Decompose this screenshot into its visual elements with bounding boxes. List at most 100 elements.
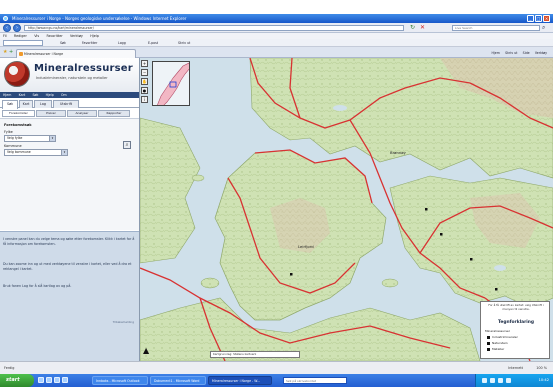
road — [140, 267, 451, 349]
map-legend: For å få utskrift av kartet: velg Utskri… — [480, 301, 550, 359]
subtab-deposits[interactable]: Forekomster — [2, 110, 35, 117]
forward-button[interactable]: › — [13, 24, 21, 32]
deposit-marker[interactable] — [470, 258, 473, 261]
toolbar-print[interactable]: Skriv ut — [178, 41, 191, 45]
close-button[interactable]: × — [543, 15, 550, 22]
volume-icon[interactable] — [490, 378, 495, 383]
subtab-reports[interactable]: Rapporter — [98, 110, 130, 117]
legend-title: Tegnforklaring — [497, 320, 535, 325]
quick-launch-ie-icon[interactable] — [38, 377, 44, 383]
menu-view[interactable]: Vis — [34, 34, 40, 38]
home-command[interactable]: Hjem — [491, 51, 500, 55]
main-menu-map[interactable]: Kart — [18, 93, 26, 97]
tab-print[interactable]: Utskrift — [53, 100, 79, 108]
taskbar-item-word[interactable]: Dokument1 - Microsoft Word — [150, 376, 206, 385]
quick-launch-outlook-icon[interactable] — [54, 377, 60, 383]
main-menu-home[interactable]: Hjem — [3, 93, 12, 97]
small-island — [191, 174, 205, 182]
desktop-search-input[interactable] — [283, 377, 347, 384]
app-header: Mineralressurser Industrimineraler, natu… — [0, 58, 139, 92]
deposit-marker[interactable] — [425, 208, 428, 211]
menu-help[interactable]: Hjelp — [90, 34, 99, 38]
deposit-marker[interactable] — [290, 273, 293, 276]
search-icon[interactable]: ⌕ — [542, 24, 546, 31]
taskbar-item-outlook[interactable]: Innboks - Microsoft Outlook — [92, 376, 148, 385]
tab-map[interactable]: Kart — [19, 100, 33, 108]
update-icon[interactable] — [506, 378, 511, 383]
status-bar: Ferdig Internett 100 % — [0, 361, 553, 374]
place-label: Brønnøy — [390, 150, 406, 155]
toolbar-history[interactable]: Logg — [118, 41, 126, 45]
quick-launch-desktop-icon[interactable] — [46, 377, 52, 383]
overview-map[interactable] — [152, 61, 190, 106]
deposit-marker[interactable] — [440, 233, 443, 236]
main-menu-help[interactable]: Hjelp — [45, 93, 54, 97]
pan-hand-icon[interactable]: ✋ — [141, 78, 148, 85]
refresh-icon[interactable]: ↻ — [410, 24, 416, 31]
subtab-samples[interactable]: Prøver — [36, 110, 66, 117]
maximize-button[interactable]: □ — [535, 15, 542, 22]
tools-command[interactable]: Verktøy — [534, 51, 547, 55]
legend-item: Metaller — [487, 347, 504, 351]
sub-tabs: Forekomster Prøver Analyser Rapporter — [0, 110, 139, 117]
chevron-down-icon: ▾ — [61, 150, 67, 155]
overview-extent-box — [169, 81, 177, 88]
url-input[interactable] — [24, 25, 404, 31]
magnifier-icon[interactable]: ⌕ — [123, 141, 131, 149]
subtab-analyses[interactable]: Analyser — [67, 110, 97, 117]
county-select[interactable]: Velg fylke ▾ — [4, 135, 56, 142]
square-icon — [487, 347, 490, 351]
back-button[interactable]: ‹ — [3, 24, 11, 32]
main-menu-about[interactable]: Om — [61, 93, 67, 97]
network-icon[interactable] — [482, 378, 487, 383]
page-command[interactable]: Side — [522, 51, 530, 55]
menu-edit[interactable]: Rediger — [13, 34, 27, 38]
form-heading: Forekomstsøk — [4, 123, 32, 127]
feedback-link[interactable]: Tilbakemelding — [112, 320, 134, 324]
minimize-button[interactable]: _ — [527, 15, 534, 22]
antivirus-icon[interactable] — [498, 378, 503, 383]
print-command[interactable]: Skriv ut — [505, 51, 518, 55]
left-panel: Mineralressurser Industrimineraler, natu… — [0, 58, 140, 361]
road — [419, 205, 553, 254]
stop-icon[interactable]: ✕ — [420, 24, 426, 31]
land-west — [140, 117, 201, 264]
map-credits: Kartgrunnlag: Statens kartverk — [210, 351, 300, 358]
site-favicon — [19, 52, 23, 56]
taskbar-item-ie[interactable]: Mineralressurser i Norge - W... — [208, 376, 272, 385]
road — [199, 297, 226, 361]
toolbar-favorites[interactable]: Favoritter — [82, 41, 98, 45]
map-view[interactable]: + − ✋ ● i Brønnøy Leirfjord For å få uts… — [140, 58, 553, 361]
clock: 10:42 — [538, 378, 549, 382]
chevron-down-icon: ▾ — [49, 136, 55, 141]
identify-icon[interactable]: i — [141, 96, 148, 103]
browser-tab-active[interactable]: Mineralressurser i Norge — [16, 49, 136, 58]
road — [254, 149, 373, 204]
toolbar-mail[interactable]: E-post — [148, 41, 159, 45]
toolbar-search-field[interactable] — [3, 40, 43, 46]
window-title: Mineralressurser i Norge - Norges geolog… — [12, 16, 187, 21]
full-extent-icon[interactable]: ● — [141, 87, 148, 94]
menu-favorites[interactable]: Favoritter — [46, 34, 63, 38]
panel-tabs: Søk Kart Lag Utskrift — [0, 100, 139, 109]
main-menu-search[interactable]: Søk — [32, 93, 39, 97]
browser-search-input[interactable] — [452, 25, 540, 31]
toolbar-search[interactable]: Søk — [60, 41, 66, 45]
start-button[interactable]: start — [0, 374, 34, 387]
tab-layers[interactable]: Lag — [34, 100, 52, 108]
menu-file[interactable]: Fil — [3, 34, 7, 38]
quick-launch-word-icon[interactable] — [62, 377, 68, 383]
tab-search[interactable]: Søk — [2, 100, 18, 109]
lake — [333, 105, 347, 111]
north-arrow-icon: ▲ — [143, 346, 150, 355]
zoom-level[interactable]: 100 % — [536, 366, 547, 370]
app-subtitle: Industrimineraler, naturstein og metalle… — [36, 76, 108, 80]
add-favorite-icon[interactable]: + — [9, 49, 14, 55]
deposit-marker[interactable] — [495, 288, 498, 291]
zoom-in-button[interactable]: + — [141, 60, 148, 67]
municipality-select[interactable]: Velg kommune ▾ — [4, 149, 68, 156]
favorites-star-icon[interactable]: ★ — [3, 49, 8, 55]
zoom-out-button[interactable]: − — [141, 69, 148, 76]
menu-tools[interactable]: Verktøy — [70, 34, 83, 38]
taskbar: start Innboks - Microsoft Outlook Dokume… — [0, 374, 553, 387]
